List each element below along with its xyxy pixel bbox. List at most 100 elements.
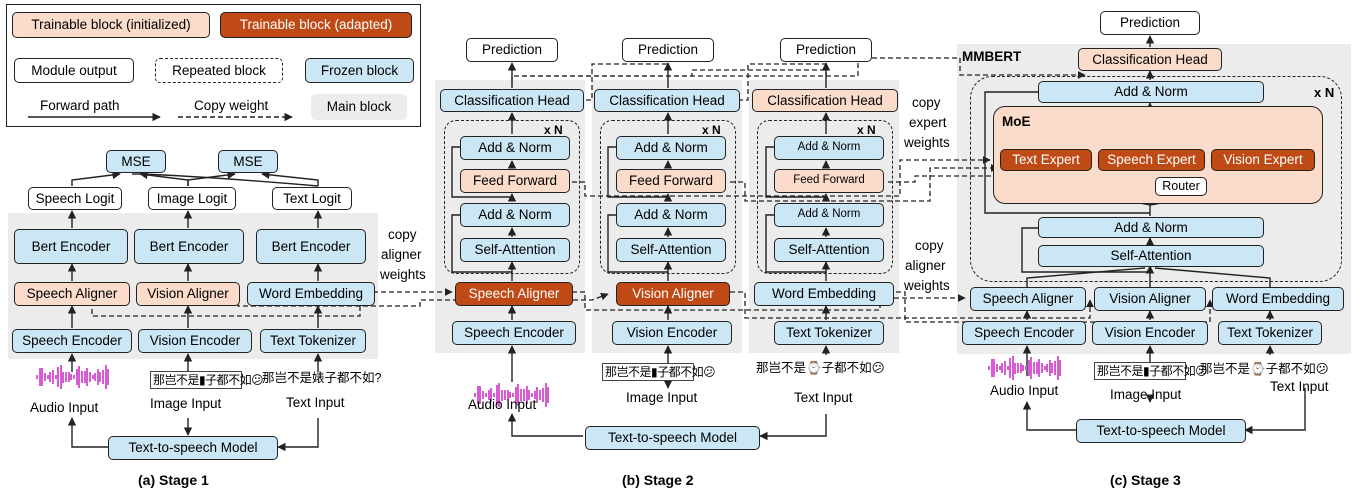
stage2-image-input-label: Image Input <box>626 390 698 405</box>
stage3-mmbert-label: MMBERT <box>962 49 1022 64</box>
stage1-tts-model: Text-to-speech Model <box>108 436 278 460</box>
waveform-bar <box>65 372 68 382</box>
waveform-bar <box>86 367 89 387</box>
waveform-bar <box>1054 361 1057 375</box>
waveform-bar <box>1048 360 1051 376</box>
waveform-bar <box>1038 358 1041 378</box>
waveform-bar <box>1014 362 1017 374</box>
waveform-bar <box>1035 361 1038 375</box>
waveform-bar <box>41 367 44 387</box>
waveform-bar <box>1017 363 1020 373</box>
stage1-image-input-label: Image Input <box>150 396 222 411</box>
stage2-text-prediction: Prediction <box>780 38 872 62</box>
waveform-bar <box>522 388 525 402</box>
waveform-bar <box>1056 356 1059 380</box>
stage3-audio-waveform <box>988 355 1062 381</box>
stage3-vision-encoder: Vision Encoder <box>1092 321 1208 345</box>
stage1-speech-encoder: Speech Encoder <box>12 329 132 353</box>
waveform-bar <box>1006 365 1009 371</box>
waveform-bar <box>1027 360 1030 376</box>
stage1-text-tokenizer: Text Tokenizer <box>260 329 366 353</box>
waveform-bar <box>514 387 517 403</box>
copy-expert-text-2: expert <box>909 115 947 130</box>
stage2-audio-input-label: Audio Input <box>468 397 537 412</box>
copy-expert-text-3: weights <box>904 135 950 150</box>
stage2-speech-repeated-block <box>444 120 580 274</box>
stage3-vision-aligner: Vision Aligner <box>1094 287 1206 311</box>
stage1-speech-aligner: Speech Aligner <box>14 282 130 306</box>
waveform-bar <box>59 365 62 389</box>
waveform-bar <box>57 367 60 387</box>
waveform-bar <box>1032 362 1035 374</box>
stage3-speech-aligner: Speech Aligner <box>970 287 1086 311</box>
stage1-text-input-label: Text Input <box>286 395 345 410</box>
stage2-vision-add-norm-bottom: Add & Norm <box>616 203 726 227</box>
waveform-bar <box>38 367 41 387</box>
waveform-bar <box>107 368 110 386</box>
waveform-bar <box>1046 363 1049 373</box>
stage2-speech-add-norm-top: Add & Norm <box>460 136 570 160</box>
stage1-image-input-picture: 那岂不是▮子都不如😕 <box>150 371 264 389</box>
copy-aligner-text-1: copy <box>388 227 417 242</box>
stage3-text-tokenizer: Text Tokenizer <box>1218 321 1322 345</box>
waveform-bar <box>541 388 544 402</box>
stage3-caption: (c) Stage 3 <box>1110 472 1181 488</box>
waveform-bar <box>1003 361 1006 375</box>
stage2-vision-self-attention: Self-Attention <box>616 238 726 262</box>
stage3-image-input-picture: 那岂不是▮子都不如😕 <box>1094 362 1208 380</box>
waveform-bar <box>88 371 91 383</box>
stage2-image-input-picture: 那岂不是▮子都不如😕 <box>602 363 716 381</box>
stage3-speech-encoder: Speech Encoder <box>962 321 1086 345</box>
stage2-speech-xn: x N <box>544 123 563 137</box>
waveform-bar <box>96 369 99 385</box>
waveform-bar <box>512 392 514 398</box>
waveform-bar <box>547 386 550 404</box>
waveform-bar <box>46 374 49 380</box>
stage1-vision-encoder: Vision Encoder <box>138 329 252 353</box>
stage1-image-logit: Image Logit <box>148 187 236 210</box>
copy-aligner-text-2: aligner <box>381 247 422 262</box>
stage2-vision-xn: x N <box>702 123 721 137</box>
copy-aligner-right-text-3: weights <box>904 278 950 293</box>
stage1-vision-aligner: Vision Aligner <box>136 282 240 306</box>
stage2-speech-feed-forward: Feed Forward <box>460 169 570 193</box>
waveform-bar <box>484 392 487 398</box>
waveform-bar <box>75 369 78 385</box>
waveform-bar <box>80 371 83 383</box>
stage1-mse-right: MSE <box>218 150 278 173</box>
waveform-bar <box>990 358 993 378</box>
waveform-bar <box>498 383 501 407</box>
stage2-vision-classification-head: Classification Head <box>594 89 740 112</box>
waveform-bar <box>503 390 506 400</box>
legend-copy-weight: Copy weight <box>194 98 269 113</box>
waveform-bar <box>474 393 476 397</box>
stage2-vision-add-norm-top: Add & Norm <box>616 136 726 160</box>
waveform-bar <box>1009 358 1012 378</box>
stage2-vision-prediction: Prediction <box>622 38 714 62</box>
waveform-bar <box>479 385 482 405</box>
waveform-bar <box>993 358 996 378</box>
waveform-bar <box>1001 363 1004 373</box>
waveform-bar <box>49 372 52 382</box>
stage2-speech-prediction: Prediction <box>466 38 558 62</box>
waveform-bar <box>509 392 512 398</box>
stage3-text-expert: Text Expert <box>1000 149 1092 171</box>
waveform-bar <box>94 372 97 382</box>
waveform-bar <box>506 390 509 400</box>
waveform-bar <box>493 392 495 398</box>
stage3-speech-expert: Speech Expert <box>1098 149 1205 171</box>
stage2-vision-aligner: Vision Aligner <box>616 282 730 306</box>
stage3-text-input-label: Text Input <box>1270 379 1329 394</box>
waveform-bar <box>517 383 520 407</box>
stage2-text-add-norm-bottom: Add & Norm <box>774 203 884 227</box>
stage1-word-embedding: Word Embedding <box>247 282 375 306</box>
waveform-bar <box>482 391 485 399</box>
stage2-vision-feed-forward: Feed Forward <box>616 169 726 193</box>
stage3-image-input-label: Image Input <box>1110 387 1182 402</box>
stage2-speech-add-norm-bottom: Add & Norm <box>460 203 570 227</box>
stage2-word-embedding: Word Embedding <box>754 282 894 306</box>
stage3-repeated-block <box>970 76 1342 282</box>
waveform-bar <box>476 385 479 405</box>
stage1-audio-waveform <box>36 364 110 390</box>
waveform-bar <box>1051 362 1054 374</box>
